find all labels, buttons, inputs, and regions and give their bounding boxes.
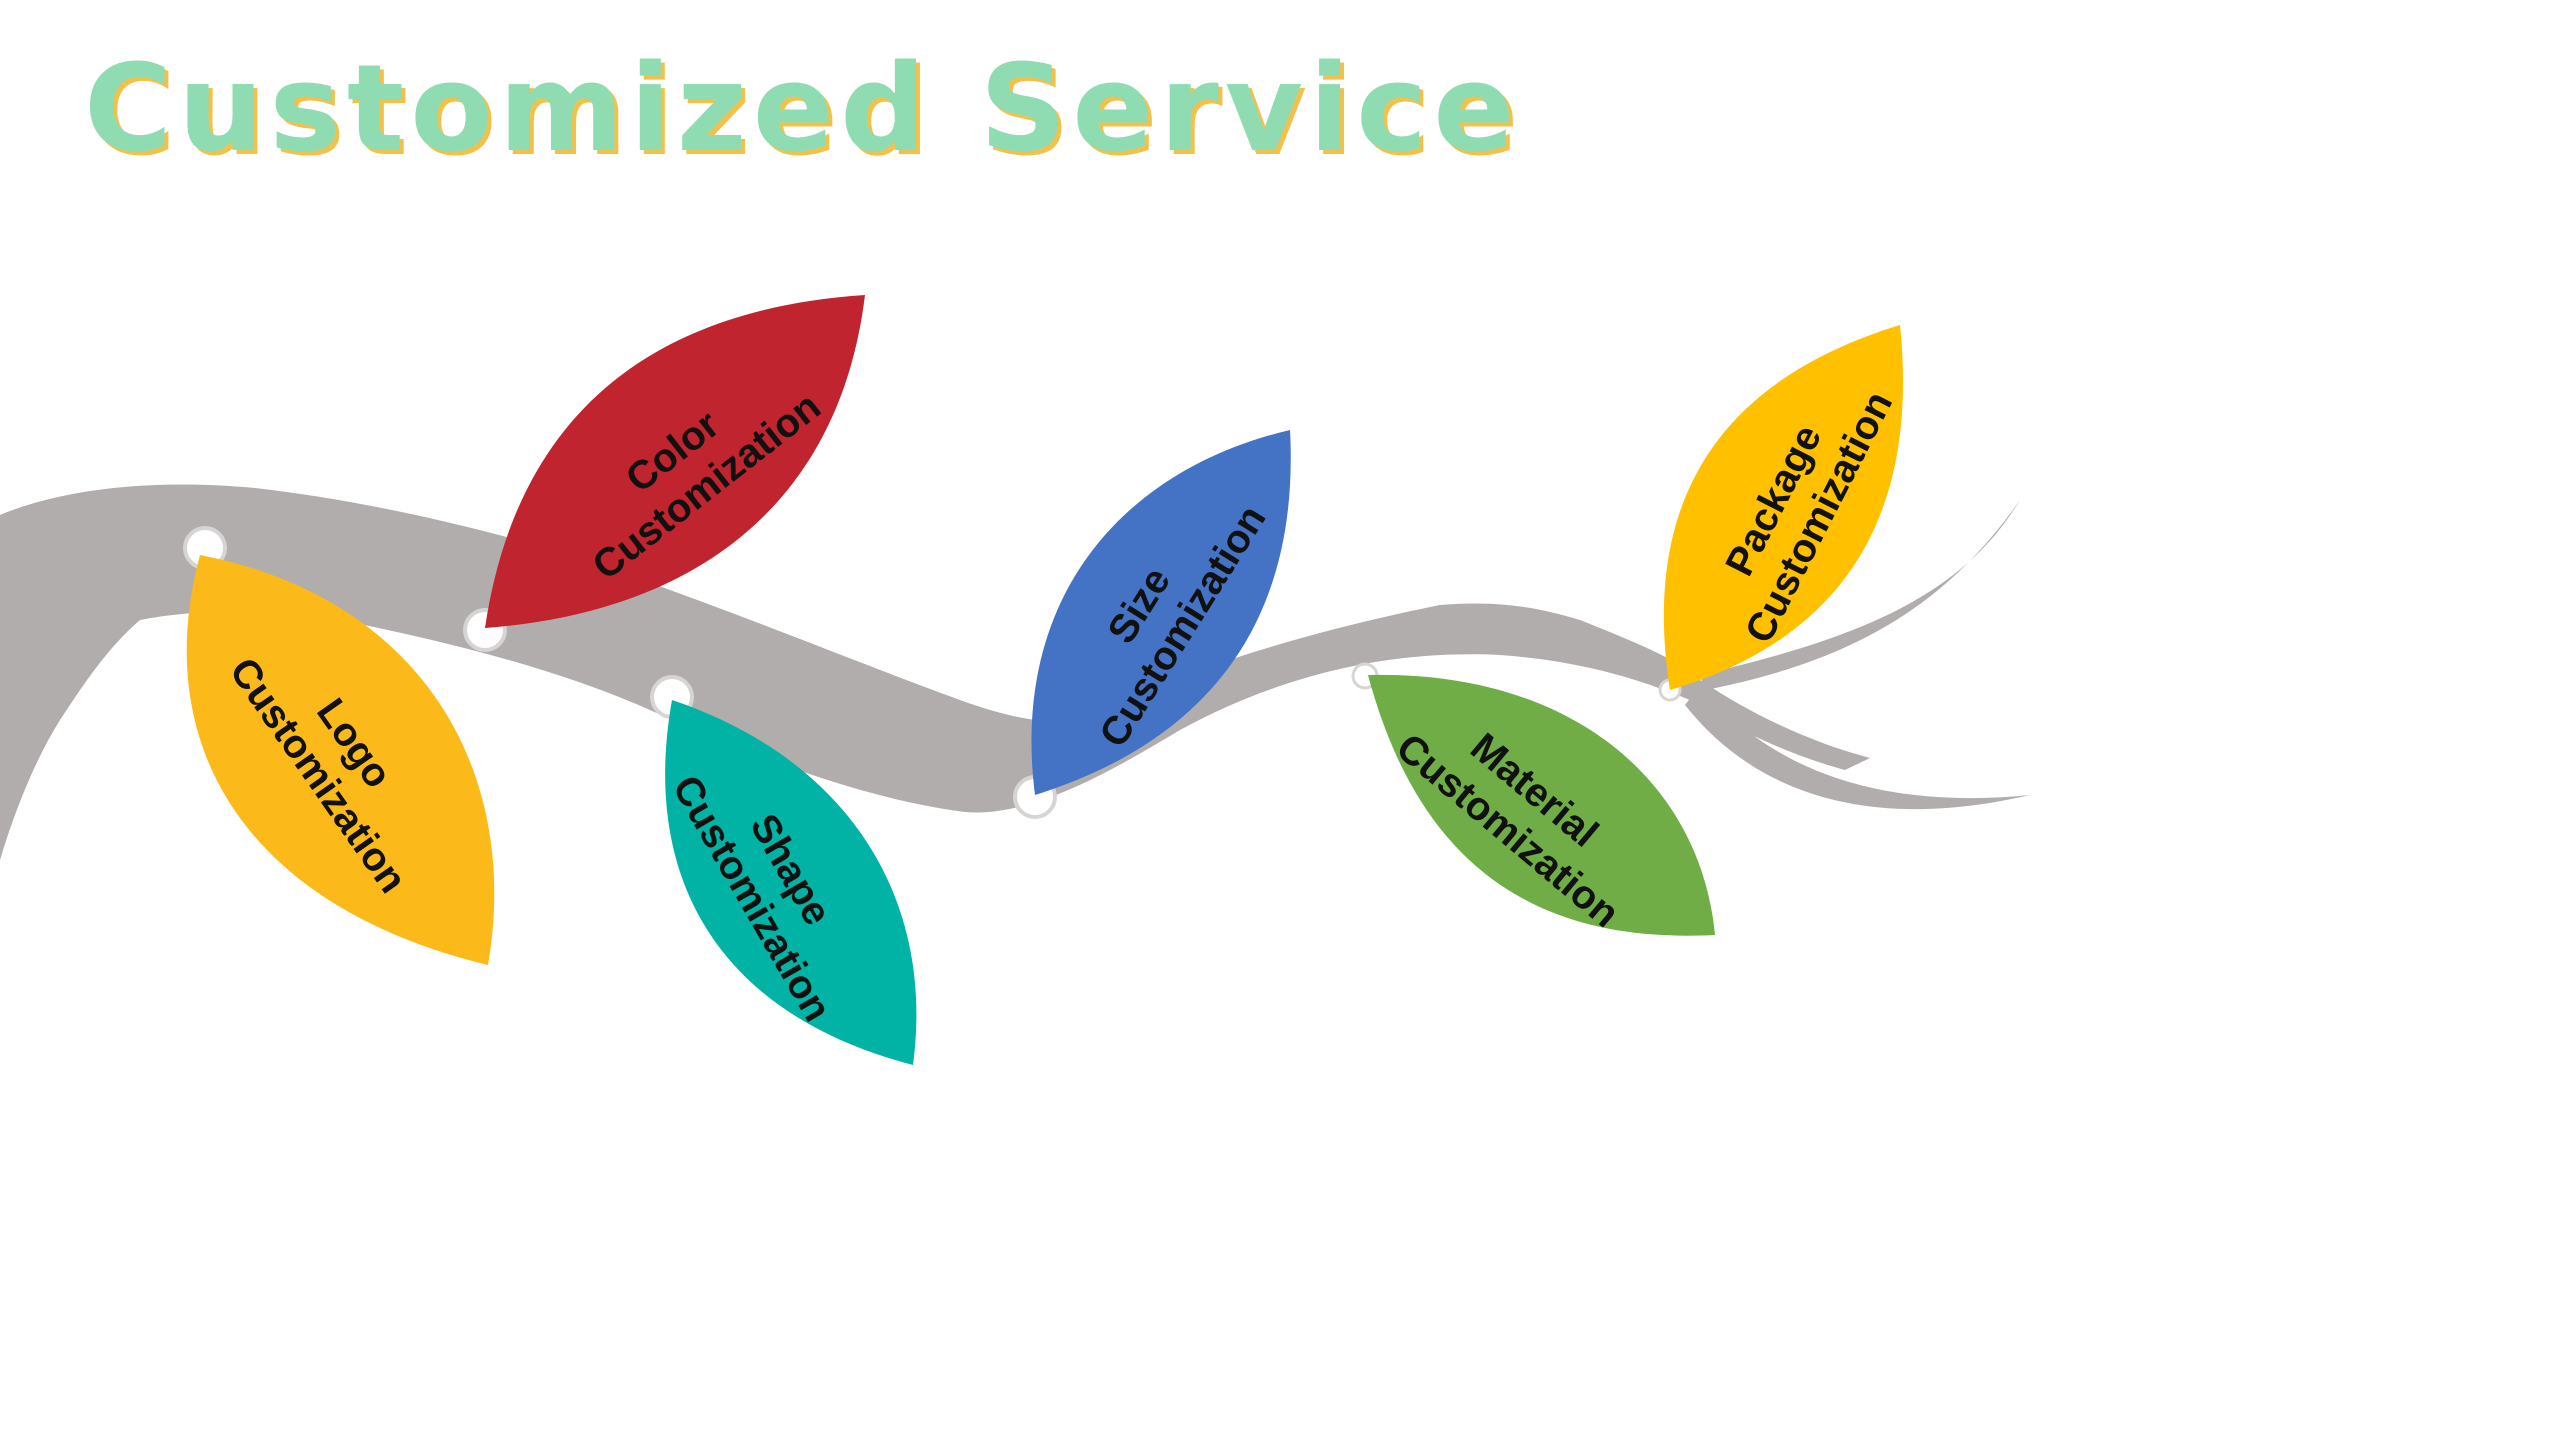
leaf-material: Material Customization bbox=[1368, 674, 1715, 936]
leaf-shape-package bbox=[1663, 325, 1904, 690]
leaf-shape-color bbox=[485, 295, 865, 628]
branch-twig-lower bbox=[1685, 685, 2030, 810]
leaf-color: Color Customization bbox=[485, 295, 865, 628]
branch-twig-upper bbox=[1700, 500, 2020, 690]
branch-main bbox=[0, 484, 1870, 860]
leaf-size: Size Customization bbox=[1031, 430, 1291, 795]
leaf-shape-shape bbox=[665, 700, 917, 1065]
slide-title: Customized Service bbox=[84, 40, 1521, 179]
leaf-shape-size bbox=[1031, 430, 1291, 795]
leaf-shape-material bbox=[1368, 674, 1715, 936]
leaf-shape-logo bbox=[186, 555, 495, 965]
